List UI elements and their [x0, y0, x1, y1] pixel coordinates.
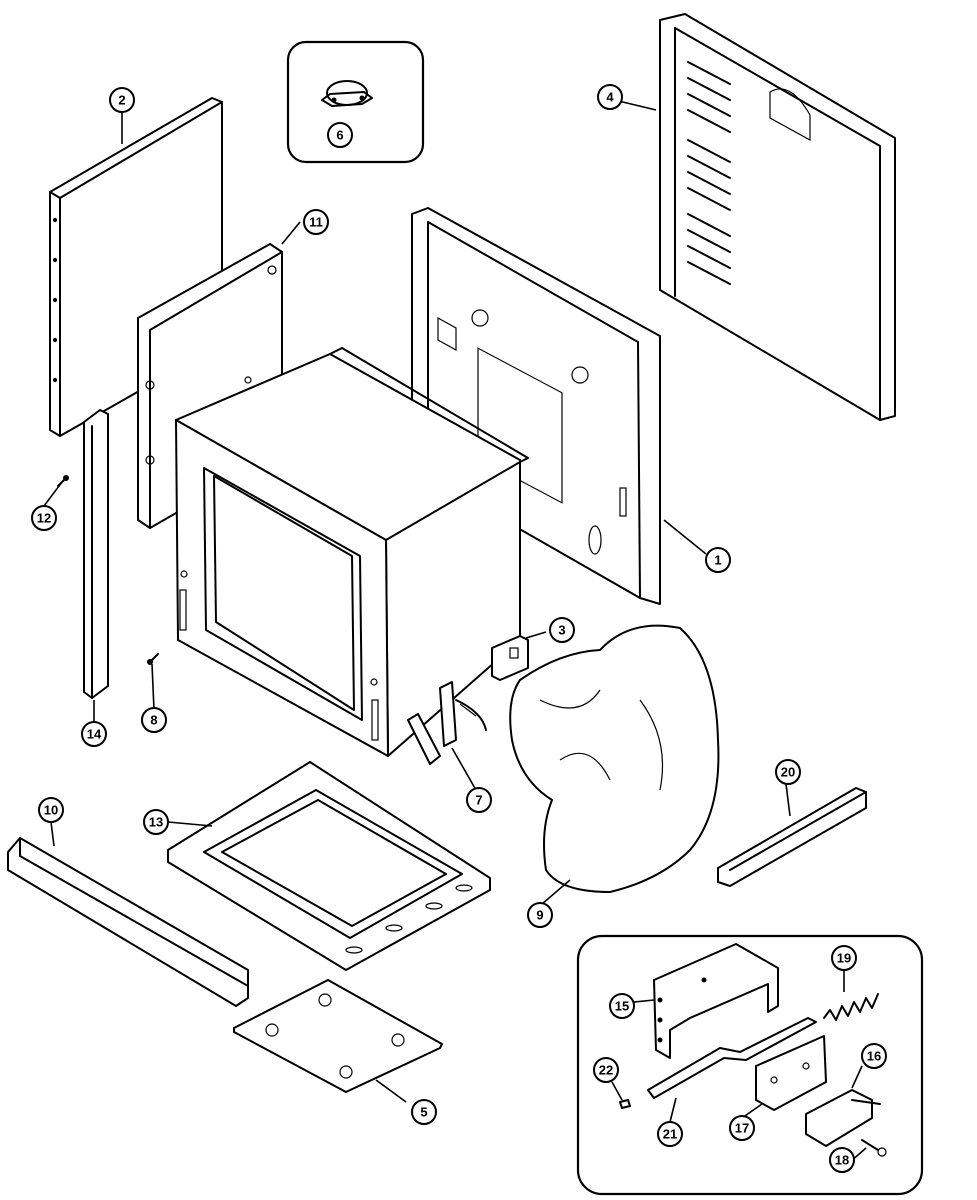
part-18-screw [861, 1139, 887, 1157]
callout-label: 17 [735, 1121, 749, 1136]
inset-box-part-6 [286, 40, 425, 164]
callout-17: 17 [729, 1115, 755, 1141]
part-8-screw [147, 653, 159, 665]
callout-19: 19 [831, 945, 857, 971]
callout-label: 10 [44, 803, 58, 818]
part-6-thermostat [321, 80, 373, 107]
callout-3: 3 [549, 617, 575, 643]
callout-10: 10 [38, 797, 64, 823]
callout-label: 19 [837, 951, 851, 966]
part-14-trim-strip [83, 409, 109, 699]
callout-label: 14 [87, 727, 102, 742]
callout-label: 15 [615, 999, 629, 1014]
callout-6: 6 [327, 122, 353, 148]
callout-14: 14 [81, 721, 107, 747]
callout-label: 2 [118, 93, 125, 108]
callout-label: 21 [663, 1127, 677, 1142]
callout-label: 8 [150, 713, 157, 728]
callout-18: 18 [829, 1147, 855, 1173]
callout-8: 8 [141, 707, 167, 733]
part-3-bracket [491, 635, 529, 681]
callout-1: 1 [705, 547, 731, 573]
callout-22: 22 [593, 1057, 619, 1083]
callout-5: 5 [411, 1099, 437, 1125]
callout-13: 13 [143, 809, 169, 835]
part-22-pin [619, 1099, 631, 1109]
callout-label: 5 [420, 1105, 427, 1120]
part-19-spring [823, 993, 879, 1021]
callout-12: 12 [31, 505, 57, 531]
part-5-floor-panel [233, 979, 443, 1093]
part-15-switch-bracket [653, 943, 779, 1059]
callout-15: 15 [609, 993, 635, 1019]
callout-4: 4 [597, 84, 623, 110]
part-21-actuator-rod [647, 1017, 817, 1099]
callout-16: 16 [861, 1043, 887, 1069]
callout-label: 3 [558, 623, 565, 638]
callout-label: 22 [599, 1063, 613, 1078]
callout-label: 18 [835, 1153, 849, 1168]
callout-label: 6 [336, 128, 343, 143]
callout-label: 4 [606, 90, 614, 105]
part-16-microswitch [805, 1089, 881, 1147]
callout-2: 2 [109, 87, 135, 113]
oven-cavity [175, 347, 529, 757]
callout-label: 20 [781, 765, 795, 780]
part-10-front-trim [7, 837, 249, 1007]
part-9-insulation [509, 624, 720, 893]
part-17-switch-plate [755, 1035, 827, 1111]
callout-label: 12 [37, 511, 51, 526]
callout-11: 11 [303, 209, 329, 235]
callout-label: 9 [536, 908, 543, 923]
part-7-hinge [407, 681, 487, 765]
callout-label: 13 [149, 815, 163, 830]
inset-box-switch-assembly [576, 934, 924, 1196]
callout-7: 7 [466, 787, 492, 813]
callout-21: 21 [657, 1121, 683, 1147]
part-20-trim-rail [717, 787, 867, 887]
callout-9: 9 [527, 902, 553, 928]
callout-20: 20 [775, 759, 801, 785]
part-4-rear-panel [659, 13, 896, 421]
callout-label: 16 [867, 1049, 881, 1064]
vent-slots [687, 61, 731, 285]
callout-label: 11 [309, 215, 323, 230]
callout-label: 7 [475, 793, 482, 808]
part-13-oven-bottom [167, 761, 491, 971]
callout-label: 1 [714, 553, 721, 568]
